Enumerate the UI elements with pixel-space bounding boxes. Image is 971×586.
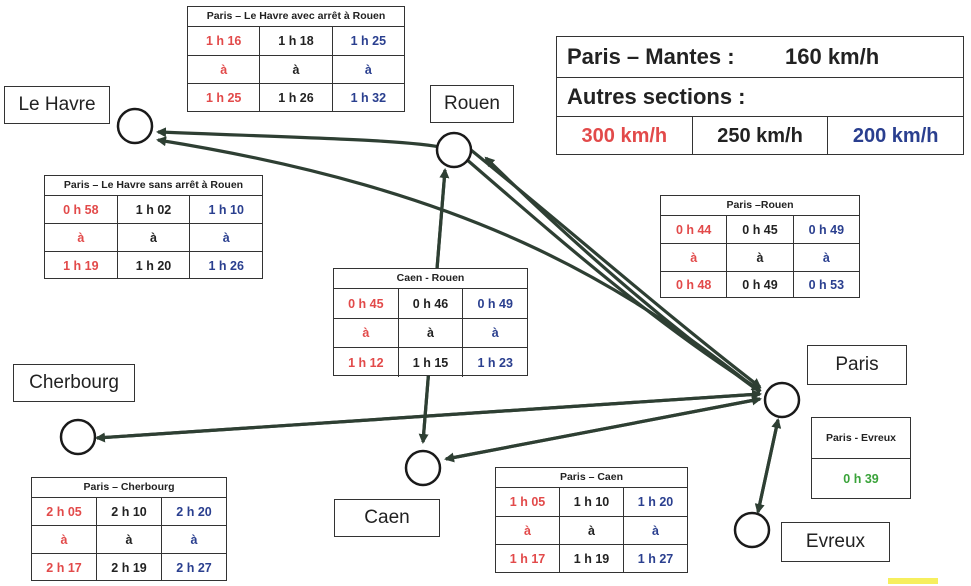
table-cell: à xyxy=(491,326,499,340)
table-cell: 1 h 23 xyxy=(477,355,513,370)
table-cell: 0 h 49 xyxy=(477,296,513,311)
table-paris-le-havre-sans-arret: Paris – Le Havre sans arrêt à Rouen 0 h … xyxy=(44,175,263,279)
table-cell: à xyxy=(190,532,198,547)
city-label-evreux: Evreux xyxy=(781,522,890,562)
table-cell: 1 h 17 xyxy=(496,545,560,573)
table-cell: à xyxy=(560,517,624,544)
node-paris xyxy=(763,381,801,419)
legend-speed-200: 200 km/h xyxy=(852,124,939,147)
table-title: Caen - Rouen xyxy=(334,269,527,289)
table-cell: 1 h 10 xyxy=(560,488,624,516)
table-title: Paris – Le Havre sans arrêt à Rouen xyxy=(45,176,262,196)
table-cell: 1 h 16 xyxy=(188,27,261,55)
table-title: Paris – Le Havre avec arrêt à Rouen xyxy=(188,7,404,27)
table-title: Paris – Caen xyxy=(496,468,687,488)
table-paris-le-havre-avec-arret: Paris – Le Havre avec arrêt à Rouen 1 h … xyxy=(187,6,405,112)
table-cell: 2 h 19 xyxy=(97,554,162,581)
table-cell: 1 h 27 xyxy=(637,552,674,566)
table-cell: 0 h 39 xyxy=(843,472,879,486)
table-cell: à xyxy=(222,230,230,245)
table-cell: à xyxy=(727,244,794,271)
legend-line1-speed: 160 km/h xyxy=(785,44,880,69)
table-cell: à xyxy=(652,523,659,538)
table-cell: à xyxy=(334,319,399,347)
table-paris-evreux: Paris - Evreux 0 h 39 xyxy=(811,417,911,499)
node-cherbourg xyxy=(59,418,97,456)
legend-speed-300: 300 km/h xyxy=(557,117,693,155)
table-cell: 2 h 10 xyxy=(97,498,162,525)
table-cell: à xyxy=(260,56,333,83)
table-cell: à xyxy=(97,526,162,553)
table-cell: 2 h 17 xyxy=(32,554,97,581)
legend-line2-label: Autres sections : xyxy=(567,84,746,109)
node-caen xyxy=(404,449,442,487)
table-cell: 1 h 19 xyxy=(45,252,118,279)
table-cell: 1 h 32 xyxy=(350,91,387,105)
table-title: Paris – Cherbourg xyxy=(32,478,226,498)
table-cell: 0 h 53 xyxy=(808,278,845,292)
table-cell: 0 h 45 xyxy=(334,289,399,318)
city-label-cherbourg: Cherbourg xyxy=(13,364,135,402)
table-caen-rouen: Caen - Rouen 0 h 45 0 h 46 0 h 49 à à à … xyxy=(333,268,528,377)
legend-line1-label: Paris – Mantes : xyxy=(567,44,735,69)
node-evreux xyxy=(733,511,771,549)
table-cell: 1 h 02 xyxy=(118,196,191,223)
link-cherbourg-paris xyxy=(96,389,762,440)
table-cell: 0 h 49 xyxy=(727,272,794,298)
table-cell: 0 h 58 xyxy=(45,196,118,223)
link-caen-paris xyxy=(445,395,762,461)
table-cell: à xyxy=(188,56,261,83)
table-cell: 1 h 05 xyxy=(496,488,560,516)
table-cell: 2 h 20 xyxy=(176,504,212,519)
table-paris-caen: Paris – Caen 1 h 05 1 h 10 1 h 20 à à à … xyxy=(495,467,688,573)
table-cell: 0 h 45 xyxy=(727,216,794,243)
speed-legend: Paris – Mantes : 160 km/h Autres section… xyxy=(556,36,964,155)
table-cell: à xyxy=(32,526,97,553)
table-cell: 1 h 26 xyxy=(260,84,333,112)
table-cell: 0 h 44 xyxy=(661,216,728,243)
table-cell: 1 h 20 xyxy=(637,495,674,509)
table-cell: à xyxy=(399,319,464,347)
table-cell: à xyxy=(364,62,372,77)
link-rouen-lehavre xyxy=(156,127,446,150)
table-cell: 1 h 12 xyxy=(334,348,399,377)
table-cell: 1 h 19 xyxy=(560,545,624,573)
legend-speed-250: 250 km/h xyxy=(693,117,829,155)
table-cell: 1 h 20 xyxy=(118,252,191,279)
node-rouen xyxy=(435,131,473,169)
table-cell: à xyxy=(45,224,118,251)
table-cell: 1 h 15 xyxy=(399,348,464,377)
node-le-havre xyxy=(116,107,154,145)
city-label-paris: Paris xyxy=(807,345,907,385)
table-cell: 1 h 10 xyxy=(208,202,244,217)
table-cell: 2 h 27 xyxy=(176,560,212,575)
table-cell: à xyxy=(661,244,728,271)
table-cell: 1 h 25 xyxy=(188,84,261,112)
table-title: Paris - Evreux xyxy=(812,418,910,459)
table-cell: 2 h 05 xyxy=(32,498,97,525)
table-cell: à xyxy=(118,224,191,251)
table-cell: 0 h 49 xyxy=(808,222,845,237)
table-cell: 1 h 26 xyxy=(208,258,244,273)
table-cell: 1 h 25 xyxy=(350,34,387,48)
city-label-le-havre: Le Havre xyxy=(4,86,110,124)
table-cell: à xyxy=(496,517,560,544)
link-paris-rouen xyxy=(484,156,761,394)
table-paris-rouen: Paris –Rouen 0 h 44 0 h 45 0 h 49 à à à … xyxy=(660,195,860,298)
table-cell: 1 h 18 xyxy=(260,27,333,55)
table-paris-cherbourg: Paris – Cherbourg 2 h 05 2 h 10 2 h 20 à… xyxy=(31,477,227,581)
city-label-caen: Caen xyxy=(334,499,440,537)
link-evreux-paris xyxy=(756,418,782,513)
city-label-rouen: Rouen xyxy=(430,85,514,123)
table-cell: 0 h 48 xyxy=(661,272,728,298)
table-cell: 0 h 46 xyxy=(399,289,464,318)
table-title: Paris –Rouen xyxy=(661,196,859,216)
highlight-mark xyxy=(888,578,938,584)
table-cell: à xyxy=(822,250,830,265)
